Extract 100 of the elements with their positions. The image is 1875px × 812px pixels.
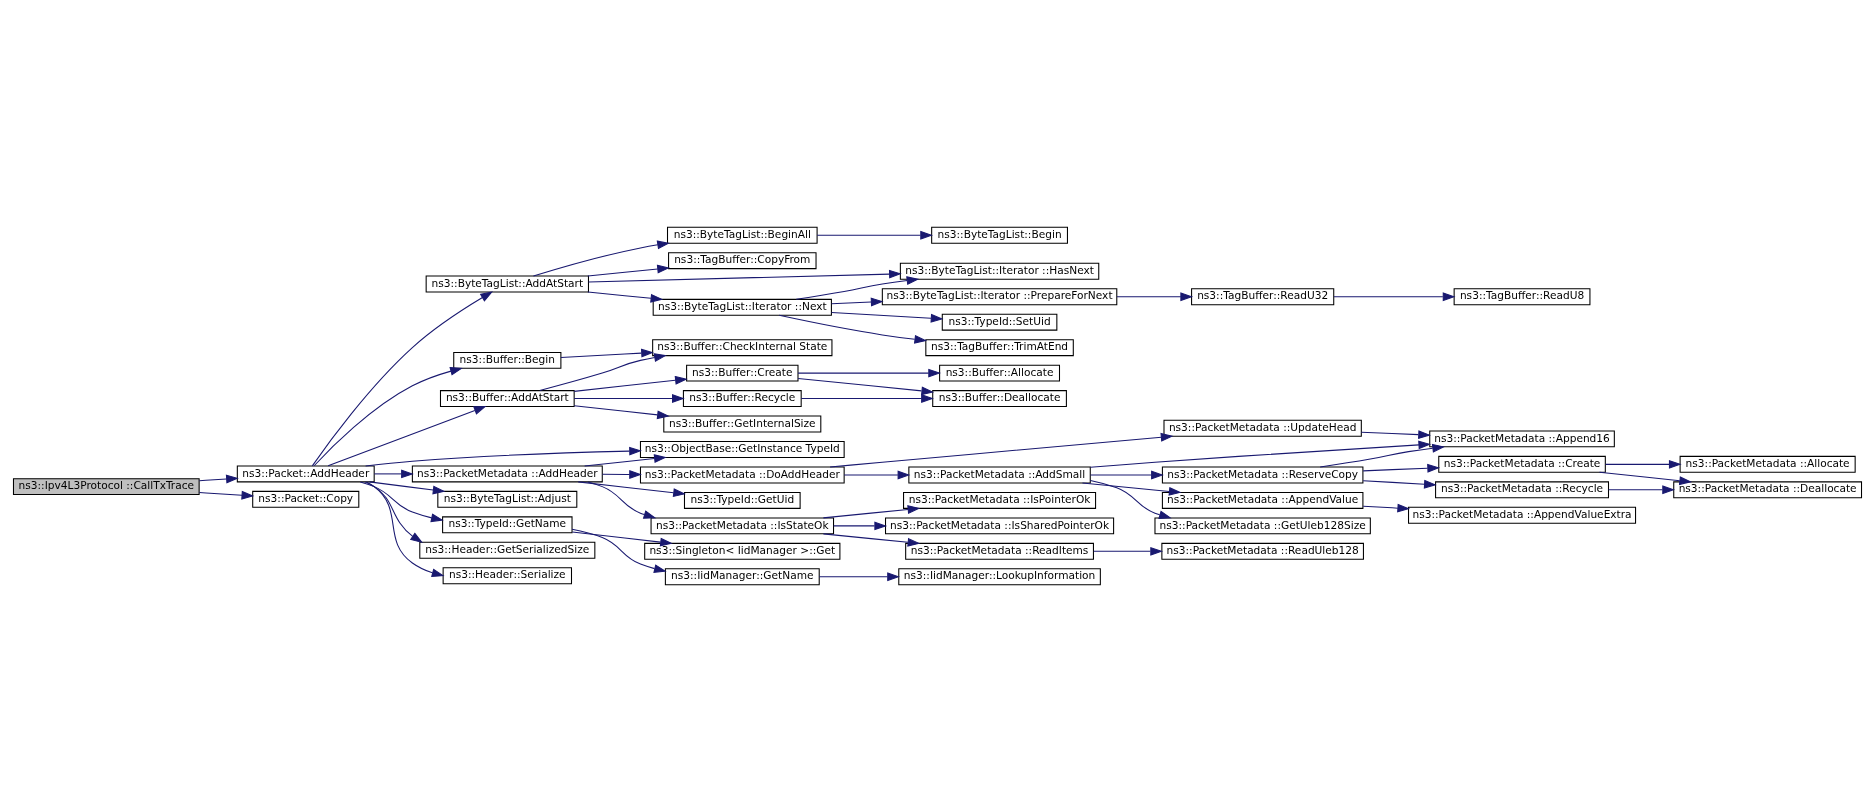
node-box: ns3::Buffer::GetInternalSize bbox=[663, 415, 822, 433]
node-box: ns3::PacketMetadata ::AppendValue bbox=[1161, 491, 1364, 509]
node-box: ns3::ByteTagList::Begin bbox=[931, 226, 1068, 244]
arrow bbox=[829, 432, 1174, 468]
arrow bbox=[532, 240, 670, 277]
node-box: ns3::PacketMetadata ::IsPointerOk bbox=[903, 491, 1097, 509]
arrow bbox=[587, 264, 670, 277]
arrow bbox=[359, 481, 444, 523]
arrow bbox=[368, 481, 446, 495]
node-box: ns3::PacketMetadata ::GetUleb128Size bbox=[1154, 517, 1371, 535]
arrow bbox=[573, 394, 685, 404]
node-box: ns3::ObjectBase::GetInstance TypeId bbox=[639, 441, 845, 458]
node-box: ns3::PacketMetadata ::Deallocate bbox=[1673, 481, 1863, 499]
node-box: ns3::PacketMetadata ::IsSharedPointerOk bbox=[885, 517, 1115, 535]
arrow bbox=[1362, 503, 1411, 513]
arrow bbox=[539, 353, 667, 392]
arrow bbox=[822, 533, 921, 547]
node-box: ns3::ByteTagList::AddAtStart bbox=[425, 275, 589, 293]
arrow bbox=[1605, 459, 1682, 469]
node-box: ns3::PacketMetadata ::IsStateOk bbox=[650, 517, 835, 535]
arrow bbox=[797, 368, 941, 378]
arrow bbox=[822, 505, 921, 519]
node-box: ns3::TypeId::SetUid bbox=[941, 313, 1058, 331]
node-box: ns3::IidManager::LookupInformation bbox=[898, 568, 1101, 586]
arrow bbox=[573, 375, 688, 392]
node-box: ns3::ByteTagList::Adjust bbox=[437, 490, 578, 508]
arrow bbox=[831, 297, 884, 307]
arrow bbox=[327, 406, 487, 467]
arrow bbox=[795, 276, 920, 300]
arrow bbox=[560, 348, 654, 359]
node-box: ns3::PacketMetadata ::AddHeader bbox=[411, 465, 603, 483]
arrow bbox=[831, 311, 944, 323]
arrow bbox=[601, 469, 642, 479]
arrow bbox=[1093, 546, 1164, 556]
arrow bbox=[1089, 479, 1172, 519]
arrow bbox=[571, 531, 673, 547]
node-box: ns3::TagBuffer::TrimAtEnd bbox=[925, 339, 1074, 357]
arrow bbox=[1360, 430, 1431, 440]
arrow bbox=[571, 528, 667, 573]
arrow bbox=[1081, 482, 1182, 496]
node-box: ns3::Packet::Copy bbox=[252, 490, 360, 508]
node-box: ns3::ByteTagList::Iterator ::HasNext bbox=[899, 262, 1100, 280]
arrow bbox=[366, 481, 445, 578]
node-box: ns3::PacketMetadata ::Recycle bbox=[1435, 481, 1610, 499]
arrow bbox=[587, 269, 902, 283]
arrow bbox=[1089, 470, 1164, 480]
node-box: ns3::Buffer::CheckInternal State bbox=[652, 339, 833, 357]
arrow bbox=[373, 469, 414, 479]
node-box: ns3::TagBuffer::ReadU32 bbox=[1191, 288, 1335, 306]
node-box: ns3::PacketMetadata ::ReadUleb128 bbox=[1161, 542, 1364, 560]
node-box: ns3::Packet::AddHeader bbox=[236, 465, 375, 483]
node-box: ns3::Header::GetSerializedSize bbox=[419, 541, 596, 559]
node-box: ns3::TypeId::GetUid bbox=[683, 491, 801, 509]
arrow bbox=[1333, 292, 1456, 302]
arrow bbox=[843, 470, 911, 480]
node-box: ns3::PacketMetadata ::Allocate bbox=[1679, 455, 1856, 473]
arrow bbox=[587, 291, 664, 303]
node-box: ns3::Buffer::Create bbox=[686, 364, 799, 382]
arrow bbox=[198, 474, 239, 484]
arrow bbox=[1116, 292, 1194, 302]
node-box: ns3::PacketMetadata ::UpdateHead bbox=[1163, 419, 1362, 437]
arrow bbox=[587, 481, 657, 519]
arrow bbox=[1362, 463, 1441, 473]
arrow bbox=[573, 405, 670, 420]
arrow bbox=[1598, 471, 1693, 486]
node-box: ns3::PacketMetadata ::AddSmall bbox=[908, 466, 1091, 484]
arrow bbox=[818, 572, 900, 582]
node-box: ns3::Buffer::Recycle bbox=[682, 390, 802, 408]
node-box: ns3::PacketMetadata ::ReserveCopy bbox=[1161, 466, 1364, 484]
arrow bbox=[364, 481, 424, 544]
node-box: ns3::PacketMetadata ::Create bbox=[1438, 455, 1606, 473]
node-box: ns3::PacketMetadata ::DoAddHeader bbox=[639, 466, 845, 484]
node-box: ns3::Buffer::Begin bbox=[453, 351, 562, 369]
arrow bbox=[365, 446, 642, 467]
arrow bbox=[1608, 485, 1675, 495]
arrow bbox=[800, 394, 934, 404]
arrow bbox=[1362, 479, 1437, 489]
node-box: ns3::TagBuffer::ReadU8 bbox=[1453, 288, 1591, 306]
arrow bbox=[778, 314, 928, 344]
arrow bbox=[313, 366, 463, 467]
arrow bbox=[1089, 440, 1432, 468]
node-box: ns3::Singleton< IidManager >::Get bbox=[644, 542, 841, 560]
node-box: ns3::TagBuffer::CopyFrom bbox=[668, 252, 817, 270]
arrow bbox=[816, 230, 933, 240]
arrow bbox=[584, 454, 667, 467]
node-box: ns3::ByteTagList::Iterator ::Next bbox=[652, 298, 832, 316]
node-box: ns3::PacketMetadata ::ReadItems bbox=[905, 542, 1094, 560]
node-box: ns3::IidManager::GetName bbox=[664, 568, 820, 586]
node-box: ns3::Header::Serialize bbox=[442, 567, 573, 585]
node-box: ns3::TypeId::GetName bbox=[442, 516, 573, 534]
node-box: ns3::ByteTagList::BeginAll bbox=[667, 226, 818, 244]
arrow bbox=[311, 291, 494, 467]
node-box: ns3::PacketMetadata ::AppendValueExtra bbox=[1408, 506, 1637, 524]
arrow bbox=[198, 490, 255, 500]
node-box: ns3::Buffer::Allocate bbox=[939, 364, 1061, 382]
node-box: ns3::Ipv4L3Protocol ::CallTxTrace bbox=[12, 478, 200, 496]
arrow bbox=[577, 481, 686, 498]
node-box: ns3::ByteTagList::Iterator ::PrepareForNext bbox=[881, 288, 1118, 306]
arrow bbox=[797, 378, 935, 396]
node-box: ns3::PacketMetadata ::Append16 bbox=[1429, 430, 1615, 448]
